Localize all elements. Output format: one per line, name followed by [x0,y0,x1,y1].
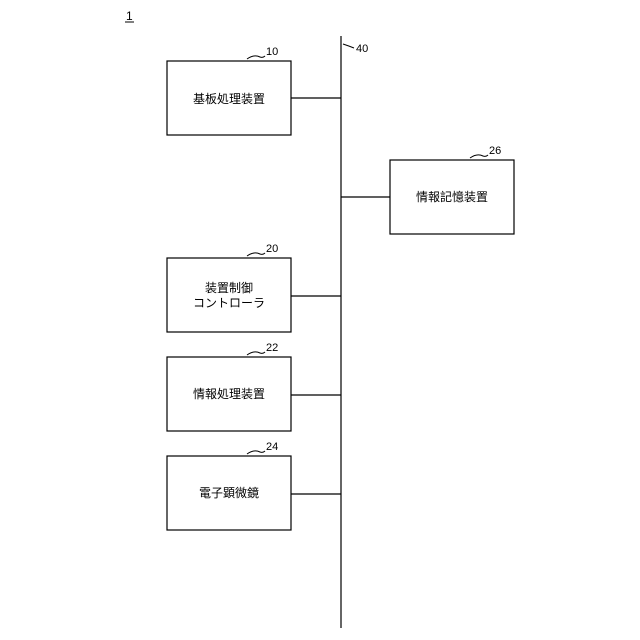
block-info-storage: 情報記憶装置 26 [341,145,514,234]
block-label-line-2: コントローラ [193,296,265,310]
block-label-line-1: 装置制御 [205,280,253,295]
block-label: 情報記憶装置 [416,189,488,204]
block-label: 情報処理装置 [193,387,265,401]
block-label: 電子顕微鏡 [199,485,259,500]
block-ref-label: 10 [266,46,278,58]
block-ref-label: 20 [266,243,278,255]
block-ref-leader [247,56,265,59]
block-ref-label: 26 [489,145,501,157]
block-ref-leader [247,451,265,454]
bus-ref-label: 40 [356,43,368,55]
block-ref-leader [247,352,265,355]
block-ref-label: 24 [266,441,278,453]
block-substrate-processing: 基板処理装置 10 [167,46,341,135]
block-ref-leader [247,253,265,256]
block-ref-label: 22 [266,342,278,354]
block-label: 基板処理装置 [193,92,265,106]
block-electron-microscope: 電子顕微鏡 24 [167,441,341,530]
bus-ref-leader [343,44,354,48]
block-frame [167,258,291,332]
block-device-controller: 装置制御 コントローラ 20 [167,243,341,332]
figure-number: 1 [126,9,133,23]
block-info-processing: 情報処理装置 22 [167,342,341,431]
block-ref-leader [470,155,488,158]
